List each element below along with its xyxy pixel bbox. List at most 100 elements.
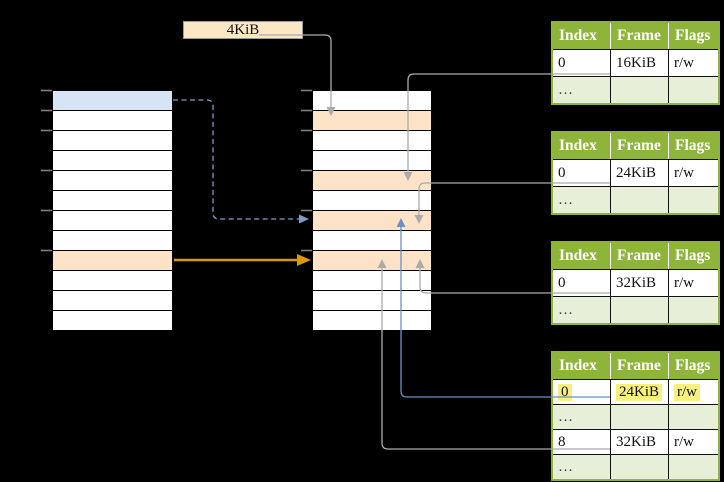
- page-size-label-box: 4KiB: [183, 21, 303, 39]
- column-header: Index: [559, 357, 597, 374]
- page-table-row: 0 24KiB r/w: [553, 159, 718, 186]
- page-table-row: …: [553, 404, 718, 429]
- column-header: Frame: [610, 23, 668, 49]
- table-cell: r/w: [668, 380, 718, 404]
- virtual-to-physical-orange-arrow: [174, 254, 311, 266]
- table-cell: 24KiB: [610, 380, 668, 404]
- cell-text: r/w: [674, 164, 694, 181]
- page-table-row: …: [553, 454, 718, 479]
- table-cell: 8: [553, 430, 610, 454]
- column-header: Flags: [668, 133, 718, 159]
- memory-row-peach: [313, 111, 431, 131]
- cell-text: 0: [558, 383, 572, 401]
- memory-row-white: [53, 211, 172, 231]
- table-cell: [610, 405, 668, 429]
- page-table-row: 0 16KiB r/w: [553, 49, 718, 76]
- cell-text: …: [558, 301, 573, 318]
- page-table-row: …: [553, 76, 718, 103]
- table-cell: …: [553, 187, 610, 213]
- memory-row-white: [313, 271, 431, 291]
- page-table-row: …: [553, 296, 718, 323]
- physical-memory-column: [312, 90, 432, 331]
- table-cell: 24KiB: [610, 160, 668, 186]
- memory-row-white: [313, 191, 431, 211]
- table-cell: r/w: [668, 430, 718, 454]
- table-cell: r/w: [668, 160, 718, 186]
- memory-row-white: [53, 311, 172, 330]
- column-header: Flags: [668, 353, 718, 379]
- memory-row-white: [53, 231, 172, 251]
- memory-row-peach: [313, 211, 431, 231]
- column-header: Index: [559, 247, 597, 264]
- table-cell: …: [553, 77, 610, 103]
- page-size-label: 4KiB: [226, 21, 260, 38]
- cell-text: 32KiB: [616, 433, 657, 450]
- cell-text: 32KiB: [616, 274, 657, 291]
- memory-row-white: [53, 191, 172, 211]
- memory-row-peach: [313, 171, 431, 191]
- cell-text: …: [558, 408, 573, 425]
- virtual-to-physical-dashed-arrow: [173, 99, 309, 224]
- memory-row-peach: [53, 251, 172, 271]
- table-cell: [610, 455, 668, 479]
- table-cell: 32KiB: [610, 270, 668, 296]
- cell-text: …: [558, 191, 573, 208]
- cell-text: 16KiB: [616, 54, 657, 71]
- cell-text: 0: [558, 164, 566, 181]
- cell-text: 8: [558, 433, 566, 450]
- memory-row-white: [53, 111, 172, 131]
- cell-text: 0: [558, 54, 566, 71]
- cell-text: 0: [558, 274, 566, 291]
- column-header: Frame: [610, 353, 668, 379]
- cell-text: r/w: [674, 383, 700, 401]
- table-cell: …: [553, 297, 610, 323]
- table-cell: …: [553, 405, 610, 429]
- table-cell: 0: [553, 160, 610, 186]
- memory-row-peach: [313, 251, 431, 271]
- page-table-row: 8 32KiB r/w: [553, 429, 718, 454]
- table-cell: [668, 187, 718, 213]
- memory-row-white: [313, 311, 431, 330]
- memory-row-white: [313, 151, 431, 171]
- table-cell: 32KiB: [610, 430, 668, 454]
- page-table-row: 0 32KiB r/w: [553, 269, 718, 296]
- table-cell: [610, 77, 668, 103]
- table-cell: [610, 297, 668, 323]
- table-cell: 16KiB: [610, 50, 668, 76]
- cell-text: r/w: [674, 54, 694, 71]
- column-header: Flags: [668, 243, 718, 269]
- virtual-memory-column: [52, 90, 173, 331]
- column-header: Flags: [668, 23, 718, 49]
- memory-row-white: [313, 291, 431, 311]
- table-cell: [610, 187, 668, 213]
- table-cell: 0: [553, 50, 610, 76]
- table-cell: [668, 297, 718, 323]
- memory-row-white: [53, 291, 172, 311]
- table-cell: [668, 455, 718, 479]
- table-cell: 0: [553, 380, 610, 404]
- table-cell: r/w: [668, 270, 718, 296]
- table-cell: [668, 77, 718, 103]
- column-header: Frame: [610, 243, 668, 269]
- memory-row-white: [53, 171, 172, 191]
- column-header: Index: [559, 137, 597, 154]
- cell-text: …: [558, 458, 573, 475]
- cell-text: r/w: [674, 274, 694, 291]
- memory-row-blue: [53, 91, 172, 111]
- page-table-row: …: [553, 186, 718, 213]
- memory-row-white: [313, 231, 431, 251]
- column-header: Frame: [610, 133, 668, 159]
- table-cell: …: [553, 455, 610, 479]
- cell-text: 24KiB: [616, 383, 663, 401]
- cell-text: r/w: [674, 433, 694, 450]
- memory-row-white: [53, 151, 172, 171]
